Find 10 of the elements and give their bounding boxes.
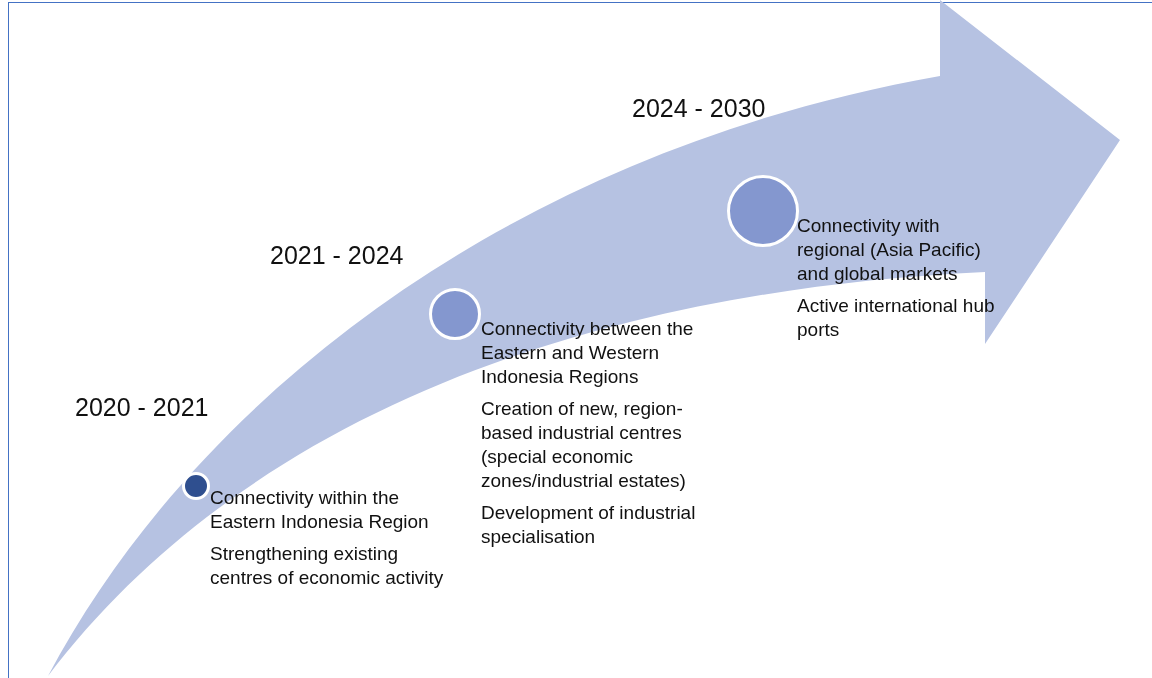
milestone-description: Creation of new, region-based industrial centres (special economic zones/industrial estates) (481, 397, 687, 493)
milestone-description: Active international hub ports (797, 294, 996, 342)
milestone-description: Development of industrial specialisation (481, 501, 697, 549)
milestone-description: Connectivity within the Eastern Indonesia Region (210, 486, 430, 534)
year-label: 2020 - 2021 (75, 395, 209, 420)
milestone-description: Strengthening existing centres of economic activity (210, 542, 445, 590)
year-label: 2024 - 2030 (632, 96, 766, 121)
milestone-description: Connectivity with regional (Asia Pacific) and global markets (797, 214, 982, 286)
milestone-description: Connectivity between the Eastern and Western Indonesia Regions (481, 317, 695, 389)
year-label: 2021 - 2024 (270, 243, 404, 268)
